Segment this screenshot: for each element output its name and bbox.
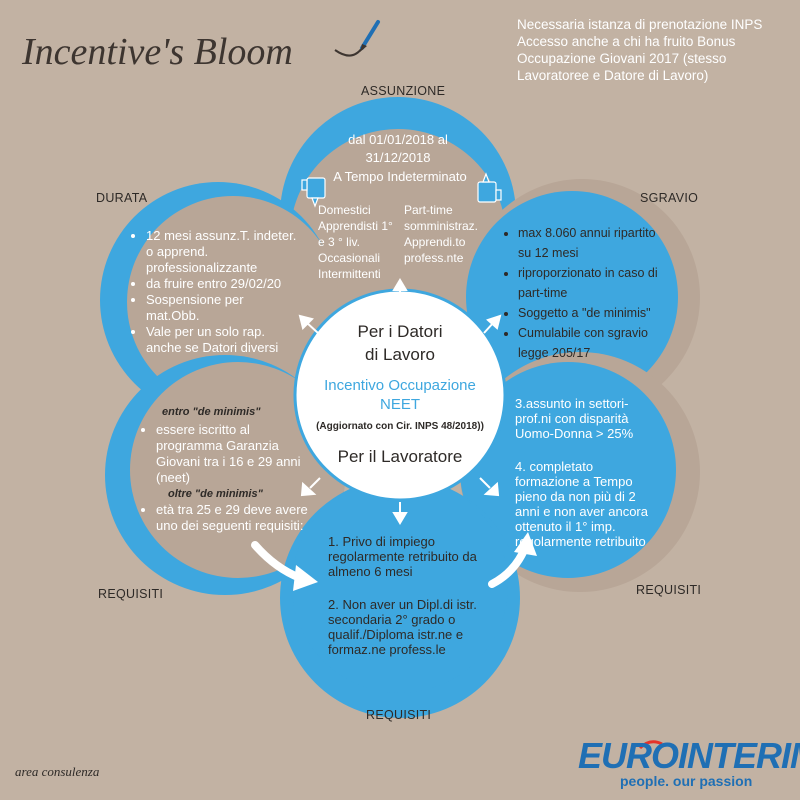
sgravio-item: Cumulabile con sgravio legge 205/17 [518,323,662,363]
req-bottom-1: 1. Privo di impiego regolarmente retribu… [328,534,477,579]
req-entro-label: entro "de minimis" [162,406,261,418]
assunzione-excluded: Domestici Apprendisti 1° e 3 ° liv. Occa… [318,203,393,281]
req-right-4: 4. completato formazione a Tempo pieno d… [515,459,648,549]
durata-item: Sospensione per mat.Obb. [146,292,300,324]
center-employer: Per i Datori di Lavoro [300,320,500,366]
sgravio-item: max 8.060 annui ripartito su 12 mesi [518,223,662,263]
req-oltre-label: oltre "de minimis" [168,488,263,500]
petal-left [100,182,339,418]
label-assunzione: ASSUNZIONE [361,84,446,98]
durata-list: 12 mesi assunz.T. indeter. o apprend. pr… [130,228,300,356]
logo-swoosh-icon [638,740,663,750]
req-left: entro "de minimis" essere iscritto al pr… [140,404,310,534]
req-left-item-1: essere iscritto al programma Garanzia Gi… [156,422,310,486]
thumbs-down-icon [301,177,326,208]
req-bottom-2: 2. Non aver un Dipl.di istr. secondaria … [328,597,477,657]
sgravio-item: riproporzionato in caso di part-time [518,263,662,303]
center-arrows [298,278,502,525]
label-requisiti-bottom: REQUISITI [366,708,432,722]
center-worker: Per il Lavoratore [337,447,463,466]
petal-right [464,179,700,415]
petal-bottom [280,477,520,718]
top-note: Necessaria istanza di prenotazione INPS … [517,16,787,84]
center-incentive: Incentivo Occupazione NEET [300,376,500,414]
durata-item: da fruire entro 29/02/20 [146,276,300,292]
req-right-3: 3.assunto in settori-prof.ni con dispari… [515,396,634,441]
durata-item: Vale per un solo rap. anche se Datori di… [146,324,300,356]
label-requisiti-left: REQUISITI [98,587,164,601]
logo-eurointerim: EUROINTERIM [578,735,800,776]
incentive-line-1: Incentivo Occupazione [324,377,476,394]
label-sgravio: SGRAVIO [640,191,699,205]
sgravio-list: max 8.060 annui ripartito su 12 mesi rip… [502,223,662,363]
note-line-2: Accesso anche a chi ha fruito Bonus Occu… [517,34,736,83]
req-left-item-2: età tra 25 e 29 deve avere uno dei segue… [156,502,310,534]
center-line-2: di Lavoro [365,345,435,364]
incentive-line-2: NEET [379,396,420,413]
label-requisiti-right: REQUISITI [636,583,702,597]
petal-bottom-left [105,355,346,595]
label-durata: DURATA [96,191,148,205]
durata-item: 12 mesi assunz.T. indeter. o apprend. pr… [146,228,300,276]
assunzione-contract: A Tempo Indeterminato [333,169,467,184]
sgravio-item: Soggetto a "de minimis" [518,303,662,323]
center-line-1: Per i Datori [357,322,443,341]
page-title: Incentive's Bloom [22,31,293,73]
petal-top [280,97,516,345]
center-update: (Aggiornato con Cir. INPS 48/2018)) [316,421,484,432]
assunzione-included: Part-time somministraz. Apprendi.to prof… [404,203,479,265]
logo-slogan: people. our passion [620,773,753,789]
pen-icon [334,20,380,57]
thumbs-up-icon [477,172,502,203]
petal-bottom-right [460,352,700,592]
note-line-1: Necessaria istanza di prenotazione INPS [517,17,763,32]
assunzione-dates: dal 01/01/2018 al 31/12/2018 [348,132,448,165]
footer-area: area consulenza [15,764,100,779]
